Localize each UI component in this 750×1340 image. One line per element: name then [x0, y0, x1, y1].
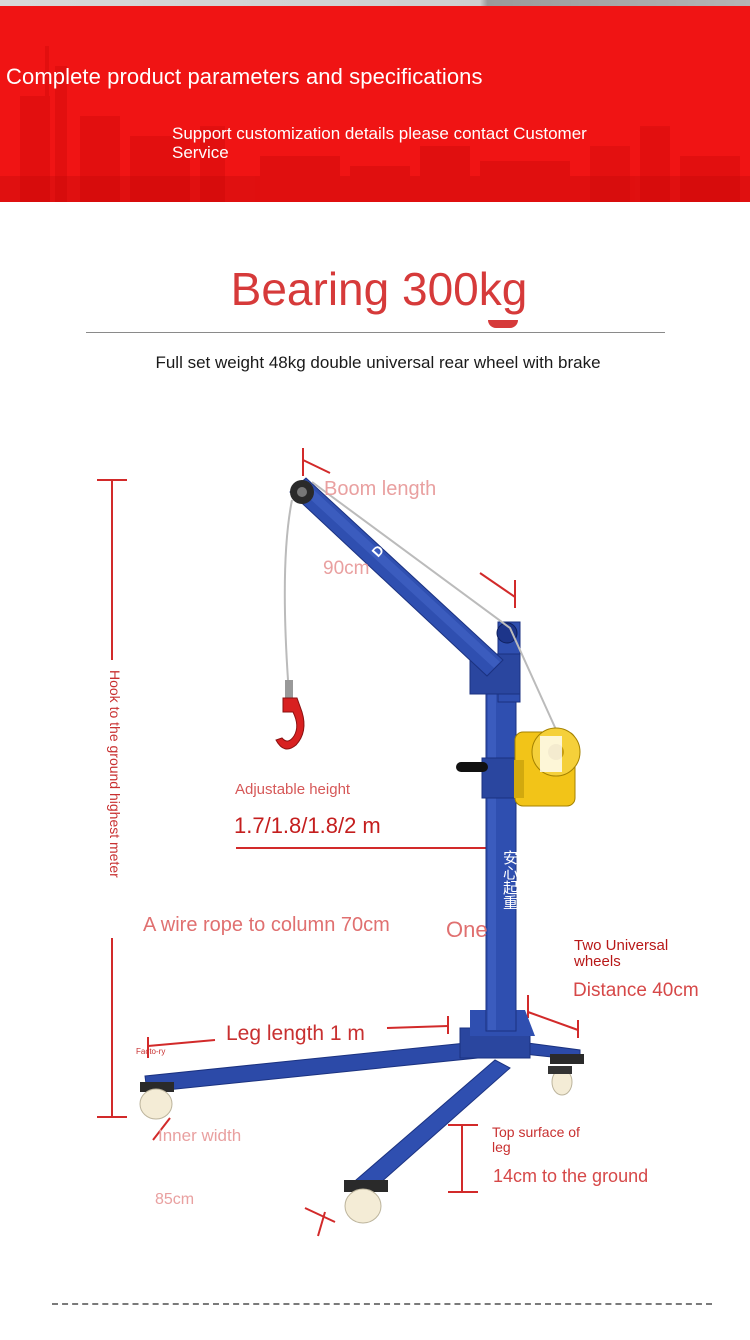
city-skyline-graphic [0, 46, 750, 202]
wire-rope-label: A wire rope to column 70cm [143, 914, 390, 936]
boom-dim-line [479, 572, 516, 598]
banner: Complete product parameters and specific… [0, 6, 750, 202]
banner-title: Complete product parameters and specific… [6, 64, 483, 89]
boom-length-value: 90cm [323, 558, 370, 579]
heading-rule [86, 332, 665, 333]
inner-dim-left [152, 1117, 171, 1141]
ground-height-label: 14cm to the ground [493, 1166, 649, 1186]
top-strip [0, 0, 750, 6]
weight-subline: Full set weight 48kg double universal re… [155, 353, 601, 372]
inner-dim-cap-right [317, 1211, 326, 1237]
factory-label: Facto-ry [136, 1047, 166, 1056]
two-wheels-label: Two Universal wheels [574, 937, 669, 970]
crane-column: 安心起重 [456, 621, 521, 1032]
heading-accent [488, 320, 518, 328]
heading-bearing: Bearing 300kg [230, 263, 528, 315]
top-surface-label: Top surface of leg [492, 1124, 580, 1155]
inner-dim-right [304, 1207, 336, 1223]
leg-length-label: Leg length 1 m [226, 1022, 365, 1045]
wheel-dim-line [527, 1011, 579, 1031]
wire-ropes [283, 481, 559, 735]
boom-mark-text: D300KG [368, 509, 416, 560]
boom-length-label: Boom length [324, 478, 437, 500]
crane-boom: D300KG [289, 477, 504, 677]
crane-hook [275, 680, 305, 750]
inner-width-label: Inner width [158, 1126, 242, 1145]
wheel-distance-label: Distance 40cm [573, 980, 699, 1001]
leg-dim-left [147, 1039, 216, 1047]
column-mark-text: 安心起重 [501, 850, 519, 910]
adjustable-height-label: Adjustable height [235, 781, 351, 798]
inner-width-value: 85cm [155, 1191, 195, 1208]
leg-dim-right [386, 1025, 449, 1029]
one-label: One [446, 917, 488, 942]
hand-winch [514, 727, 581, 807]
bottom-dashed-divider [52, 1303, 712, 1305]
boom-dim-tick [302, 459, 331, 474]
banner-subtitle: Support customization details please con… [172, 124, 587, 162]
height-values-label: 1.7/1.8/1.8/2 m [234, 813, 381, 838]
hook-height-label: Hook to the ground highest meter [107, 670, 123, 878]
crane-wheels [139, 1054, 584, 1224]
